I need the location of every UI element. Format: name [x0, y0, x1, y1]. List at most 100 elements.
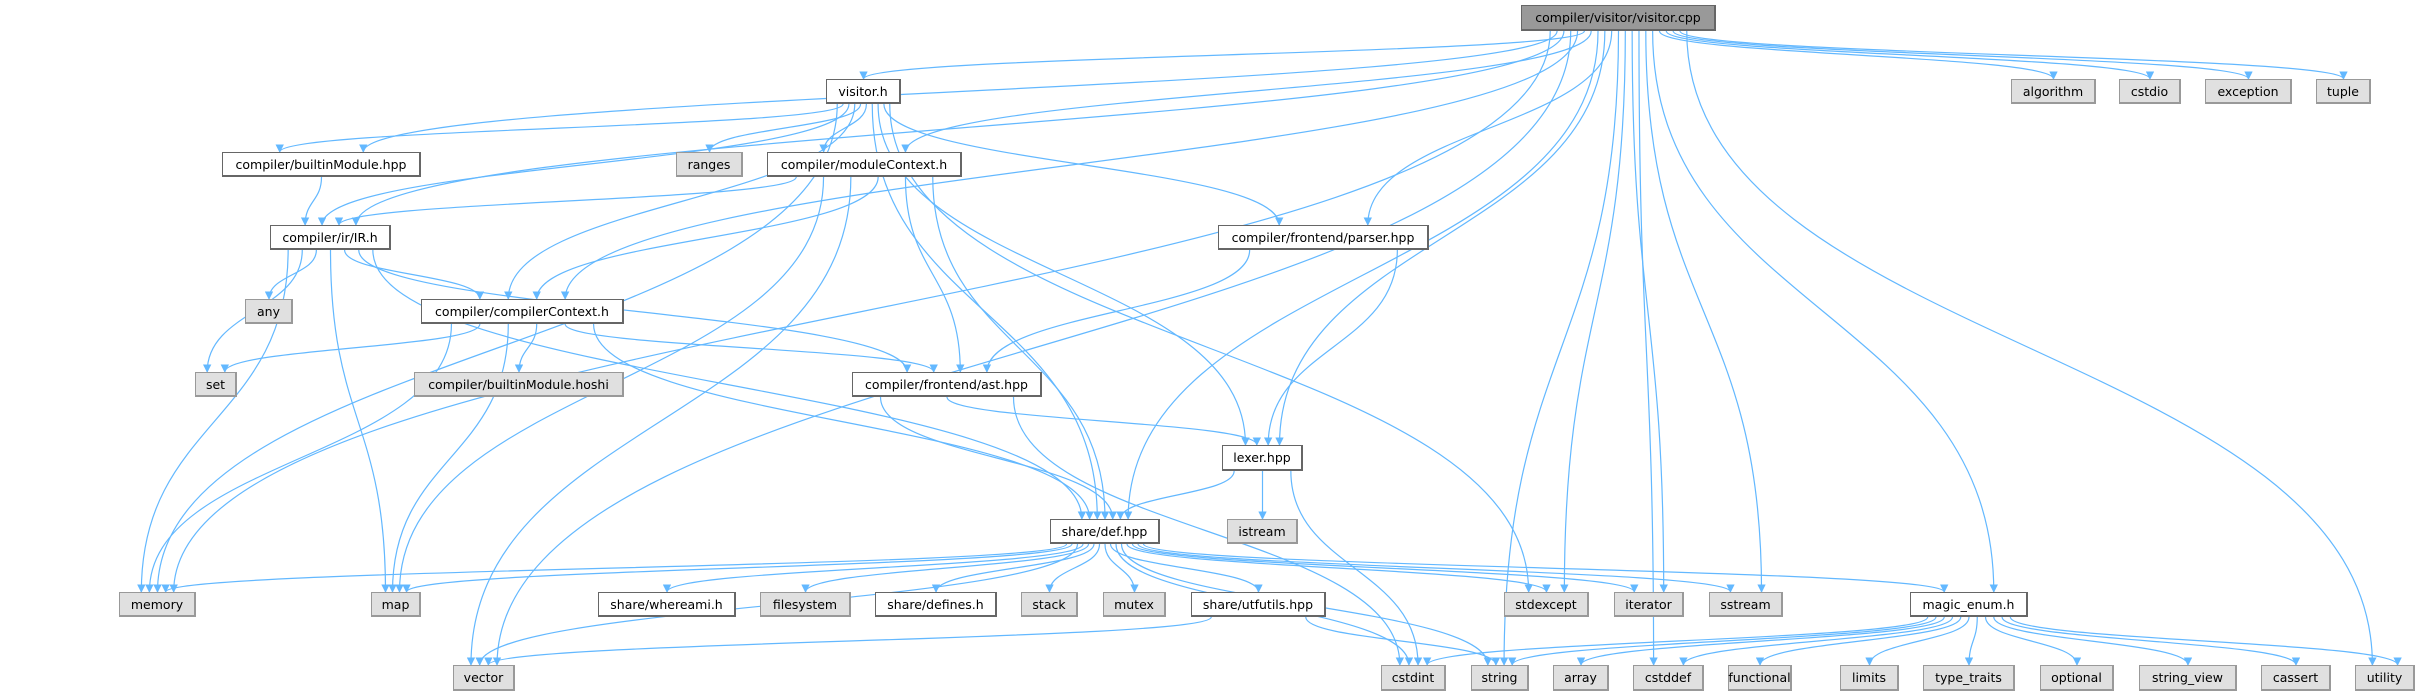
node-sstream[interactable]: sstream [1709, 592, 1783, 617]
node-iterator[interactable]: iterator [1614, 592, 1684, 617]
edge-visitor-cpp-to-sstream [1645, 30, 1766, 593]
node-label: sstream [1720, 596, 1771, 612]
edge-def-hpp-to-stdexcept [1126, 543, 1551, 593]
node-map[interactable]: map [371, 592, 421, 617]
node-label: ranges [687, 156, 731, 172]
node-functional[interactable]: functional [1728, 665, 1792, 691]
node-ast-hpp[interactable]: compiler/frontend/ast.hpp [852, 372, 1042, 397]
edge-def-hpp-to-defines-h [931, 543, 1095, 593]
node-stdexcept[interactable]: stdexcept [1504, 592, 1589, 617]
node-memory[interactable]: memory [119, 592, 196, 617]
node-utfutils-hpp[interactable]: share/utfutils.hpp [1191, 592, 1326, 617]
node-cstddef[interactable]: cstddef [1633, 665, 1704, 691]
node-builtinModule-hpp[interactable]: compiler/builtinModule.hpp [222, 152, 421, 177]
node-label: lexer.hpp [1233, 450, 1291, 465]
node-label: share/def.hpp [1061, 523, 1148, 539]
edge-ir-h-to-ast-hpp [358, 249, 912, 373]
node-compilerContext-h[interactable]: compiler/compilerContext.h [421, 299, 624, 324]
edge-visitor-cpp-to-stdexcept [1560, 30, 1626, 593]
node-istream[interactable]: istream [1227, 519, 1298, 544]
edge-visitor-h-to-memory [153, 103, 838, 593]
node-whereami-h[interactable]: share/whereami.h [598, 592, 736, 617]
edge-visitor-cpp-to-magic-enum-h [1652, 30, 1998, 593]
edge-magic-enum-h-to-type-traits [1964, 616, 1978, 666]
node-label: cassert [2272, 670, 2319, 685]
node-moduleContext-h[interactable]: compiler/moduleContext.h [767, 152, 962, 177]
node-label: istream [1238, 523, 1286, 539]
node-label: magic_enum.h [1922, 596, 2015, 612]
edge-visitor-h-to-def-hpp [871, 103, 1102, 520]
node-label: cstdint [1391, 670, 1435, 685]
node-label: compiler/visitor/visitor.cpp [1535, 10, 1701, 25]
node-set[interactable]: set [195, 372, 237, 397]
edge-visitor-cpp-to-moduleContext-h [901, 30, 1592, 153]
edge-visitor-cpp-to-vector [492, 30, 1572, 666]
node-algorithm[interactable]: algorithm [2011, 79, 2096, 104]
edge-ir-h-to-def-hpp [372, 249, 1087, 520]
node-visitor-h[interactable]: visitor.h [826, 79, 901, 104]
edge-visitor-h-to-moduleContext-h [819, 103, 868, 153]
node-ir-h[interactable]: compiler/ir/IR.h [270, 225, 391, 250]
edge-magic-enum-h-to-optional [1984, 616, 2082, 666]
node-filesystem[interactable]: filesystem [760, 592, 851, 617]
node-any[interactable]: any [245, 299, 293, 324]
node-string-view[interactable]: string_view [2139, 665, 2237, 691]
node-label: cstddef [1644, 670, 1692, 685]
node-array[interactable]: array [1553, 665, 1609, 691]
node-lexer-hpp[interactable]: lexer.hpp [1222, 445, 1303, 471]
edge-visitor-cpp-to-exception [1672, 30, 2253, 80]
edge-def-hpp-to-utfutils-hpp [1109, 543, 1263, 593]
node-label: tuple [2327, 83, 2359, 99]
node-stack[interactable]: stack [1021, 592, 1078, 617]
edge-compilerContext-h-to-memory [145, 323, 453, 593]
edge-visitor-cpp-to-cstdio [1665, 30, 2155, 80]
node-cstdint[interactable]: cstdint [1381, 665, 1446, 691]
edge-moduleContext-h-to-ast-hpp [904, 176, 965, 373]
edge-def-hpp-to-whereami-h [662, 543, 1084, 593]
node-label: optional [2051, 670, 2102, 685]
edge-visitor-h-to-parser-hpp [883, 103, 1284, 226]
node-label: compiler/frontend/parser.hpp [1231, 229, 1415, 245]
node-def-hpp[interactable]: share/def.hpp [1050, 519, 1160, 544]
edge-visitor-cpp-to-algorithm [1658, 30, 2058, 80]
node-exception[interactable]: exception [2205, 79, 2292, 104]
node-label: map [381, 596, 410, 612]
node-cstdio[interactable]: cstdio [2119, 79, 2181, 104]
node-label: compiler/builtinModule.hoshi [428, 376, 609, 392]
node-mutex[interactable]: mutex [1103, 592, 1166, 617]
edge-def-hpp-to-filesystem [801, 543, 1090, 593]
node-utility[interactable]: utility [2355, 665, 2415, 691]
node-builtinModule-hoshi[interactable]: compiler/builtinModule.hoshi [414, 372, 624, 397]
edge-builtinModule-hpp-to-ir-h [300, 176, 323, 226]
edge-moduleContext-h-to-compilerContext-h [532, 176, 879, 300]
edge-magic-enum-h-to-utility [2009, 616, 2402, 666]
node-type-traits[interactable]: type_traits [1923, 665, 2015, 691]
node-ranges[interactable]: ranges [676, 152, 743, 177]
node-label: compiler/moduleContext.h [780, 156, 948, 172]
node-label: share/whereami.h [610, 596, 723, 612]
node-label: share/defines.h [887, 596, 984, 612]
node-label: compiler/ir/IR.h [282, 229, 378, 245]
edge-utfutils-hpp-to-vector [484, 616, 1212, 666]
edge-ast-hpp-to-lexer-hpp [946, 396, 1261, 446]
node-label: exception [2217, 83, 2279, 99]
node-tuple[interactable]: tuple [2316, 79, 2371, 104]
node-parser-hpp[interactable]: compiler/frontend/parser.hpp [1218, 225, 1429, 250]
node-string[interactable]: string [1471, 665, 1529, 691]
node-label: functional [1728, 670, 1791, 685]
node-defines-h[interactable]: share/defines.h [875, 592, 997, 617]
node-magic-enum-h[interactable]: magic_enum.h [1910, 592, 2028, 617]
edge-def-hpp-to-mutex [1104, 543, 1139, 593]
edge-visitor-cpp-to-def-hpp [1123, 30, 1599, 520]
node-cassert[interactable]: cassert [2261, 665, 2331, 691]
node-optional[interactable]: optional [2040, 665, 2114, 691]
node-limits[interactable]: limits [1840, 665, 1899, 691]
edge-visitor-cpp-to-string [1499, 30, 1620, 666]
edge-visitor-h-to-compilerContext-h [504, 103, 856, 300]
edge-magic-enum-h-to-functional [1755, 616, 1962, 666]
node-vector[interactable]: vector [453, 665, 515, 691]
node-label: filesystem [772, 596, 838, 612]
edge-def-hpp-to-sstream [1137, 543, 1735, 593]
edge-visitor-cpp-to-visitor-h [859, 30, 1585, 80]
